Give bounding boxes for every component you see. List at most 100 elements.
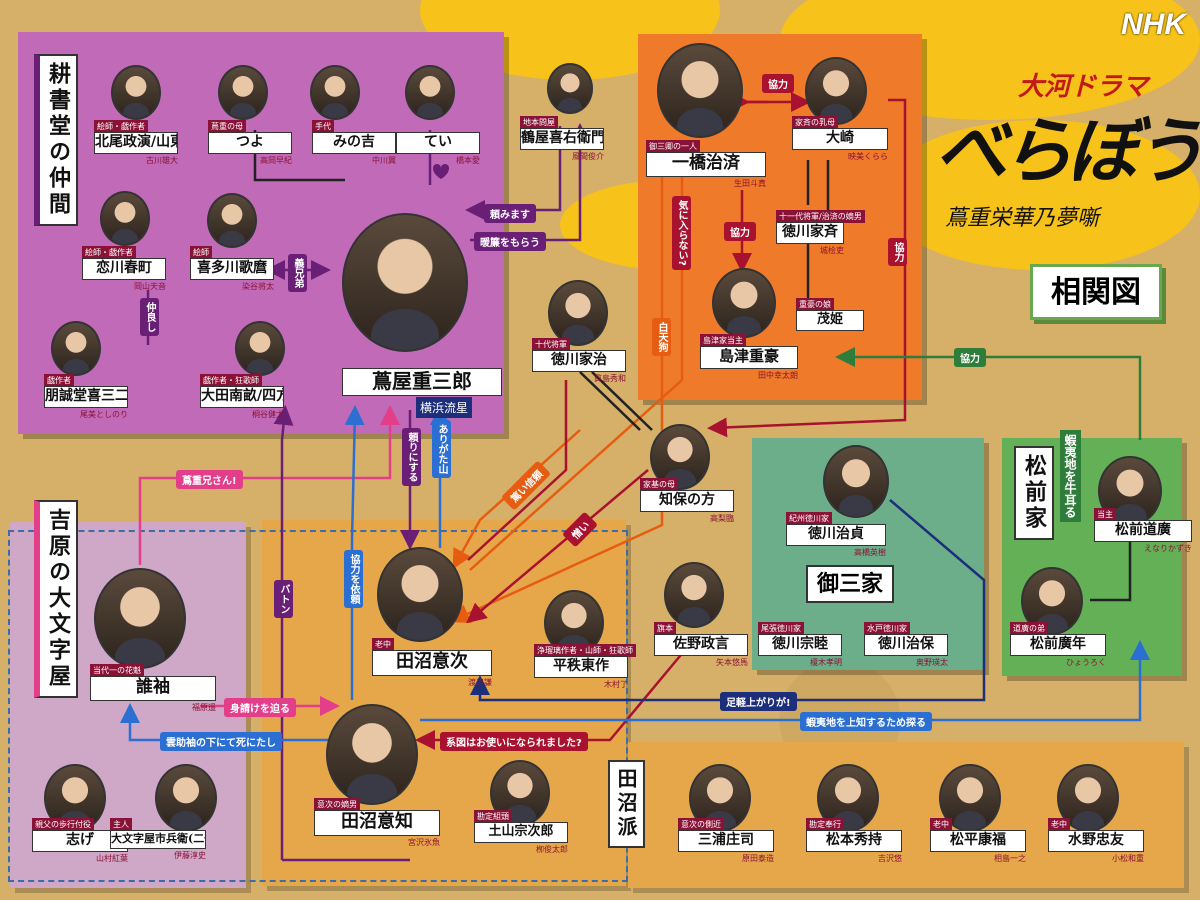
- relation-shirotengu: 白天狗: [652, 318, 671, 356]
- name-shige: 志げ: [32, 830, 128, 852]
- role-miura: 意次の側近: [678, 818, 724, 831]
- relation-shigejuniisan: 蔦重兄さん!: [176, 470, 243, 489]
- relation-tayorinisuru: 頼りにする: [402, 428, 421, 486]
- relation-kyoryoku-3: 協力: [888, 238, 907, 266]
- role-kisanji: 戯作者: [44, 374, 74, 387]
- actor-harumori: 奥野瑛太: [916, 658, 948, 667]
- role-sano: 旗本: [654, 622, 676, 635]
- name-shigehime: 茂姫: [796, 310, 864, 331]
- relation-baton: バトン: [274, 580, 293, 618]
- actor-tei: 橋本愛: [456, 156, 480, 165]
- role-tagasode: 当代一の花魁: [90, 664, 144, 677]
- dashed-border: [8, 530, 628, 882]
- role-nanpo: 戯作者・狂歌師: [200, 374, 262, 387]
- actor-miura: 原田泰造: [742, 854, 774, 863]
- name-sano: 佐野政言: [654, 634, 748, 656]
- actor-tsutaju: 横浜流星: [416, 397, 473, 418]
- name-tei: てい: [396, 132, 480, 154]
- portrait-ieharu: [548, 280, 608, 346]
- actor-kisanji: 尾美としのり: [80, 410, 128, 419]
- name-ieharu: 徳川家治: [532, 350, 626, 372]
- name-matsumoto: 松本秀持: [806, 830, 902, 852]
- role-kitao: 絵師・戯作者: [94, 120, 148, 133]
- relation-tanomimasu: 頼みます: [484, 204, 536, 223]
- name-harusada: 一橋治済: [646, 152, 766, 177]
- name-matsudaira: 松平康福: [930, 830, 1026, 852]
- portrait-kitao: [111, 65, 161, 120]
- relation-kyoryoku-2: 協力: [724, 222, 756, 241]
- portrait-harusada: [657, 43, 743, 138]
- drama-title: べらぼう: [935, 108, 1200, 193]
- role-utamaro: 絵師: [190, 246, 212, 259]
- name-gennai: 平秩東作: [534, 656, 628, 678]
- actor-harusada2: 高橋英樹: [854, 548, 886, 557]
- actor-shigehide: 田中幸太朗: [758, 371, 798, 380]
- actor-shige: 山村紅葉: [96, 854, 128, 863]
- name-michihiro: 松前道廣: [1094, 520, 1192, 542]
- role-tsuyo: 蔦重の母: [208, 120, 246, 133]
- relation-kyoryoku-1: 協力: [762, 74, 794, 93]
- name-okitsugu: 田沼意次: [372, 650, 492, 676]
- portrait-tsuyo: [218, 65, 268, 120]
- relation-ashigaru: 足軽上がりが!: [720, 692, 797, 711]
- actor-okitomo: 宮沢氷魚: [408, 838, 440, 847]
- relation-norenwo: 暖簾をもらう: [474, 232, 546, 251]
- group-note-matsumae: 蝦夷地を牛耳る: [1060, 430, 1081, 522]
- name-okitomo: 田沼意知: [314, 810, 440, 836]
- name-mizuno: 水野忠友: [1048, 830, 1144, 852]
- name-tsuruya: 鶴屋喜右衛門: [520, 128, 604, 150]
- portrait-nanpo: [235, 321, 285, 376]
- portrait-ichibei: [155, 764, 217, 833]
- relation-kumosuke: 雲助袖の下にて死にたし: [160, 732, 282, 751]
- role-minokichi: 手代: [312, 120, 334, 133]
- actor-tsuruya: 風間俊介: [572, 152, 604, 161]
- portrait-utamaro: [207, 193, 257, 248]
- actor-tsuchiyama: 栁俊太郎: [536, 845, 568, 854]
- group-title-gosanke: 御三家: [806, 565, 894, 603]
- role-munechika: 尾張徳川家: [758, 622, 804, 635]
- relation-kiniiranai: 気に入らない?: [672, 196, 691, 270]
- portrait-okitsugu: [377, 547, 463, 642]
- role-shigehide: 島津家当主: [700, 334, 746, 347]
- name-ienari: 徳川家斉: [776, 222, 844, 244]
- role-harusada: 御三卿の一人: [646, 140, 700, 153]
- relation-gikyodai: 義兄弟: [288, 254, 307, 292]
- relation-ezochi: 蝦夷地を上知するため探る: [800, 712, 932, 731]
- portrait-tsuruya: [547, 63, 593, 114]
- actor-hironen: ひょうろく: [1066, 658, 1106, 667]
- group-title-koshodo: 耕書堂の仲間: [34, 54, 78, 226]
- name-munechika: 徳川宗睦: [758, 634, 842, 656]
- portrait-osaki: [805, 57, 867, 126]
- actor-matsumoto: 吉沢悠: [878, 854, 902, 863]
- actor-ienari: 城桧吏: [820, 246, 844, 255]
- name-hironen: 松前廣年: [1010, 634, 1106, 656]
- relation-kyoryokuirai: 協力を依頼: [344, 550, 363, 608]
- portrait-okitomo: [326, 704, 418, 806]
- name-nanpo: 大田南畝/四方赤良: [200, 386, 284, 408]
- portrait-harumachi: [100, 191, 150, 246]
- name-ichibei: 大文字屋市兵衛(二代目): [110, 830, 206, 849]
- actor-ieharu: 眞島秀和: [594, 374, 626, 383]
- group-title-matsumae: 松前家: [1014, 446, 1054, 540]
- portrait-tsutaju: [342, 213, 468, 352]
- role-chiho: 家基の母: [640, 478, 678, 491]
- actor-chiho: 高梨臨: [710, 514, 734, 523]
- name-osaki: 大崎: [792, 128, 888, 150]
- name-harusada2: 徳川治貞: [786, 524, 886, 546]
- role-hironen: 道廣の弟: [1010, 622, 1048, 635]
- role-tsuruya: 地本問屋: [520, 116, 558, 129]
- name-tsuyo: つよ: [208, 132, 292, 154]
- actor-tagasode: 福原遥: [192, 703, 216, 712]
- name-shigehide: 島津重豪: [700, 346, 798, 369]
- name-tagasode: 誰袖: [90, 676, 216, 701]
- relation-arigatayama: ありがた山: [432, 420, 451, 478]
- role-osaki: 家斉の乳母: [792, 116, 838, 129]
- name-harumori: 徳川治保: [864, 634, 948, 656]
- actor-utamaro: 染谷将太: [242, 282, 274, 291]
- role-ienari: 十一代将軍/治済の嫡男: [776, 210, 865, 223]
- role-ieharu: 十代将軍: [532, 338, 570, 351]
- actor-minokichi: 中川翼: [372, 156, 396, 165]
- actor-kitao: 古川雄大: [146, 156, 178, 165]
- portrait-shigehide: [712, 268, 776, 339]
- role-harumori: 水戸徳川家: [864, 622, 910, 635]
